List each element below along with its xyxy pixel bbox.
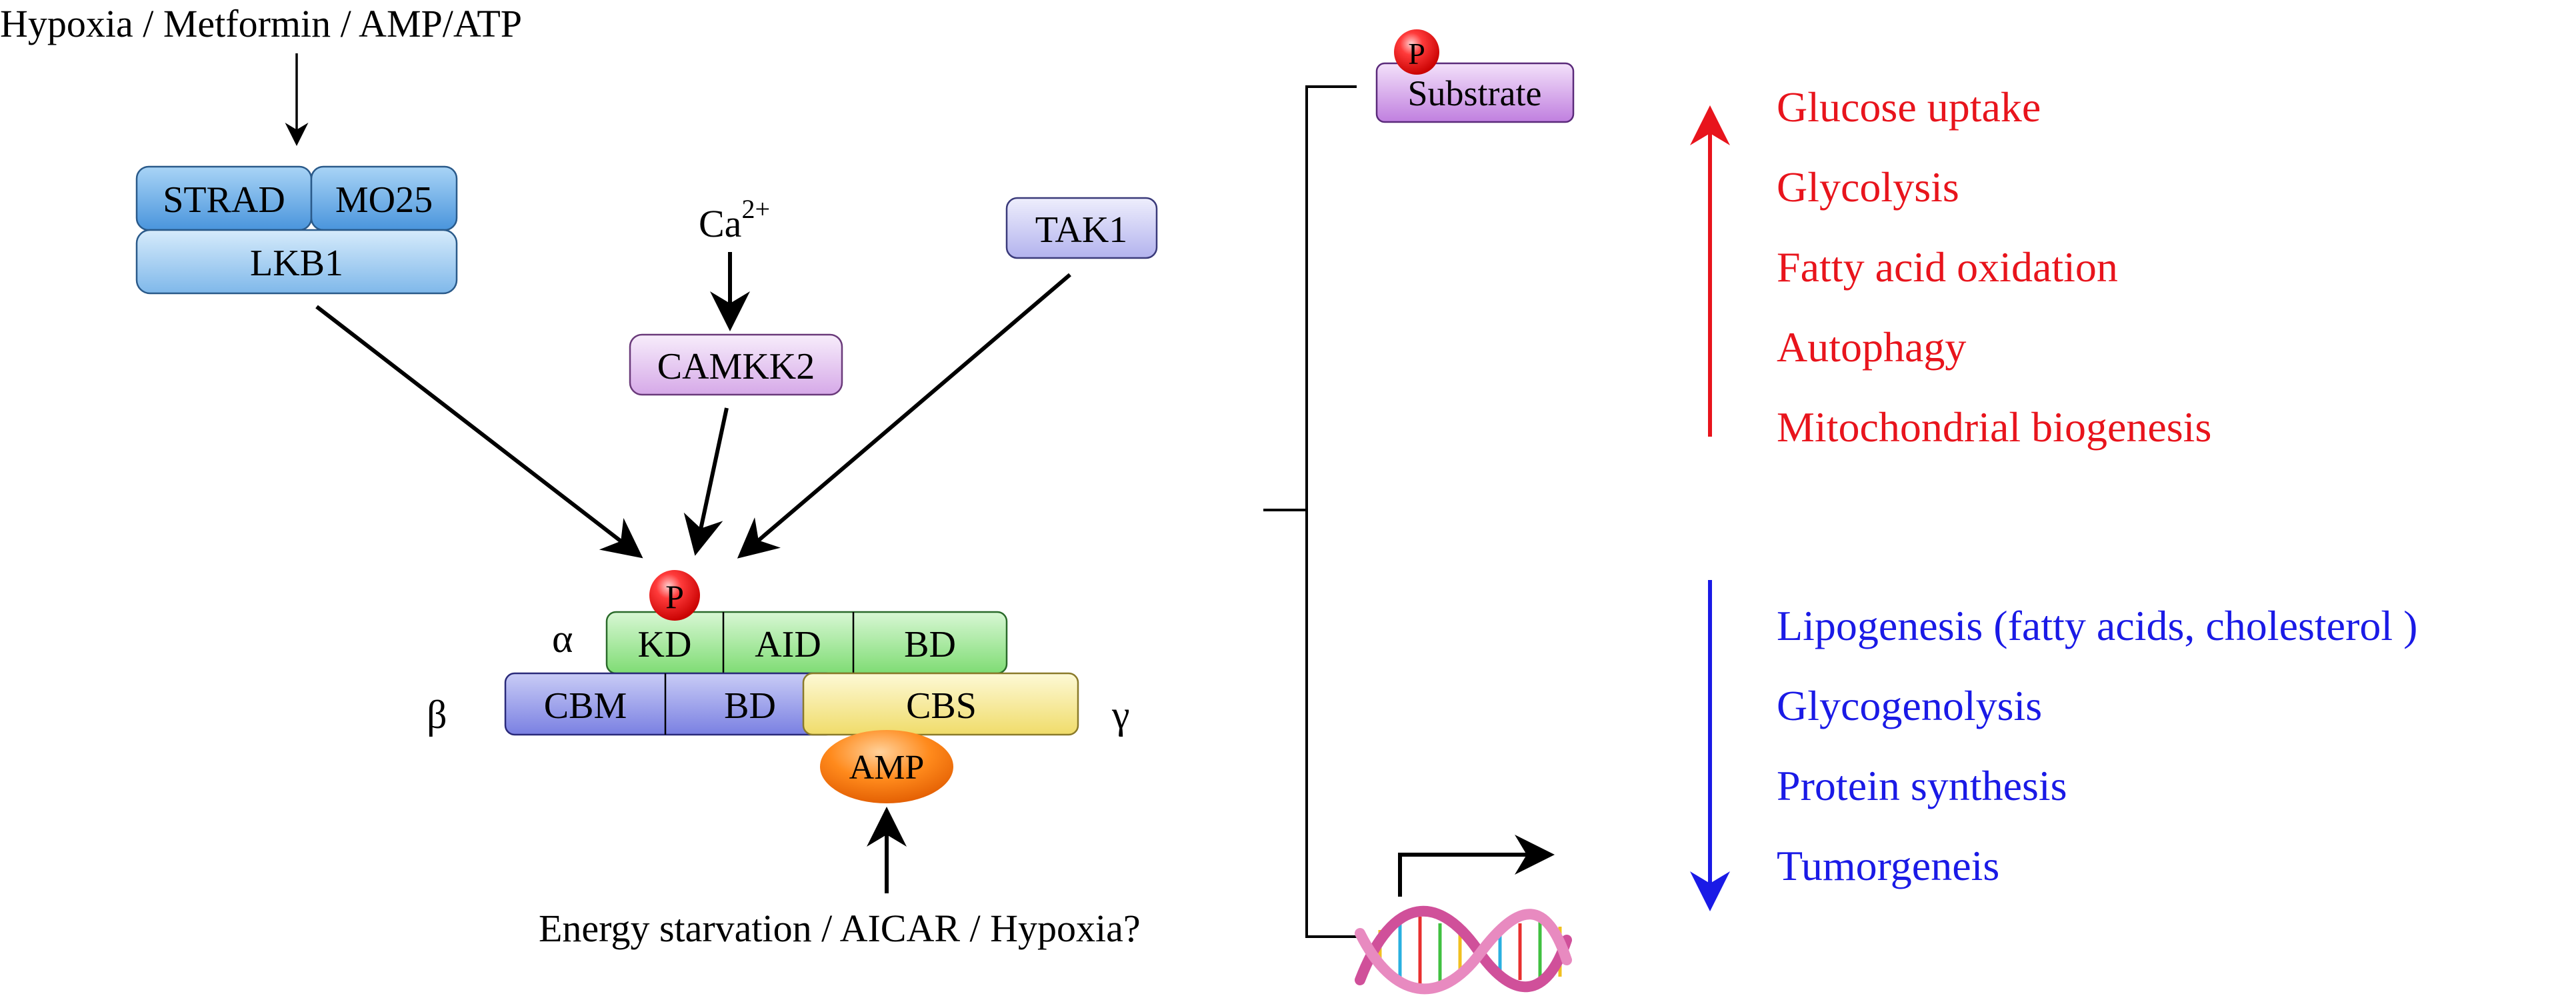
transcription-arrow: [1398, 835, 1555, 897]
lkb1-to-ampk-arrow: [315, 305, 643, 559]
gamma-symbol: γ: [1111, 693, 1130, 737]
down-item-lipogenesis: Lipogenesis (fatty acids, cholesterol ): [1777, 602, 2417, 649]
up-item-mitochondrial-biogenesis: Mitochondrial biogenesis: [1777, 403, 2211, 451]
alpha-bd-label: BD: [904, 624, 956, 665]
camkk2-label: CAMKK2: [657, 346, 815, 387]
stimulus-bottom-label: Energy starvation / AICAR / Hypoxia?: [539, 907, 1141, 950]
down-item-tumorgeneis: Tumorgeneis: [1777, 842, 1999, 889]
mo25-label: MO25: [335, 179, 433, 221]
dna-icon: [1355, 905, 1572, 995]
up-item-autophagy: Autophagy: [1777, 323, 1966, 371]
ampk-complex: α β γ KD AID BD CBM BD CBS P AMP: [427, 570, 1130, 803]
beta-symbol: β: [427, 693, 447, 737]
lkb1-complex: STRAD MO25 LKB1: [135, 165, 458, 295]
tak1-label: TAK1: [1035, 209, 1128, 251]
camkk2-box: [629, 333, 843, 396]
lkb1-label: LKB1: [250, 243, 343, 284]
amp-ellipse: [820, 730, 953, 803]
alpha-symbol: α: [552, 617, 573, 661]
down-item-glycogenolysis: Glycogenolysis: [1777, 682, 2042, 729]
alpha-kd-label: KD: [638, 624, 692, 665]
upregulated-list: Glucose uptake Glycolysis Fatty acid oxi…: [1777, 83, 2211, 451]
ca2-label: Ca2+: [699, 194, 770, 245]
up-item-glycolysis: Glycolysis: [1777, 163, 1959, 211]
output-bracket: [1263, 85, 1357, 938]
down-item-protein-synthesis: Protein synthesis: [1777, 762, 2067, 809]
stimulus-top-label: Hypoxia / Metformin / AMP/ATP: [0, 2, 522, 45]
substrate-box: [1375, 62, 1575, 123]
amp-label: AMP: [849, 749, 925, 787]
substrate-label: Substrate: [1408, 73, 1542, 113]
ca-superscript-text: 2+: [741, 194, 770, 224]
strad-label: STRAD: [163, 179, 285, 221]
tak1-box: [1005, 197, 1158, 259]
lkb1-box: [135, 229, 458, 295]
gamma-cbs-label: CBS: [906, 685, 977, 727]
substrate-phospho-label: P: [1408, 37, 1425, 71]
substrate-phospho-ball: [1394, 29, 1439, 75]
beta-cbm-label: CBM: [544, 685, 627, 727]
camkk2-to-ampk-arrow: [683, 407, 729, 556]
tak1-to-ampk-arrow: [737, 273, 1071, 559]
up-item-fatty-acid-oxidation: Fatty acid oxidation: [1777, 243, 2118, 291]
gamma-subunit-box: [802, 672, 1079, 736]
beta-bd-label: BD: [724, 685, 776, 727]
ampk-phospho-ball: [649, 570, 700, 621]
svg-text:Ca2+: Ca2+: [699, 194, 770, 245]
alpha-aid-label: AID: [755, 624, 821, 665]
downregulated-list: Lipogenesis (fatty acids, cholesterol ) …: [1777, 602, 2417, 889]
up-item-glucose-uptake: Glucose uptake: [1777, 83, 2041, 131]
ca-base-text: Ca: [699, 202, 741, 245]
ampk-phospho-label: P: [665, 578, 684, 615]
